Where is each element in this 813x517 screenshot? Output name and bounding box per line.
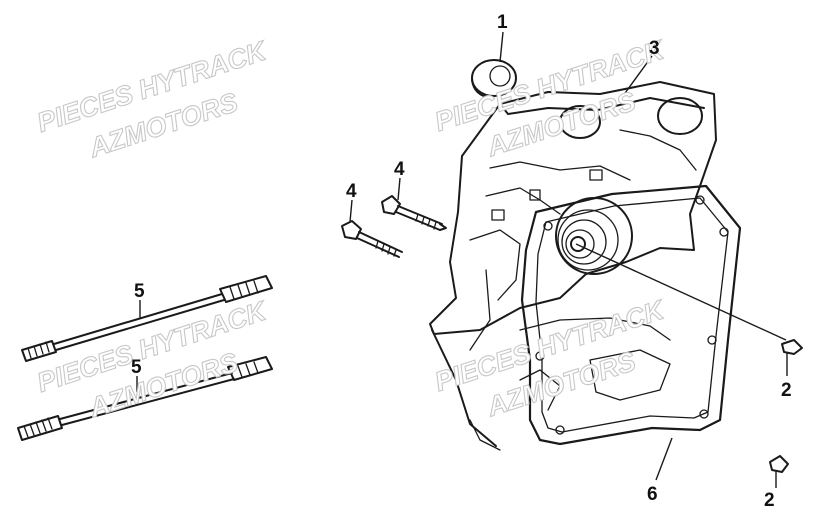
callout-3: 3 [649,38,660,59]
dowel-pin-upper [781,339,803,355]
bolt-lower [341,220,403,258]
callout-5-upper: 5 [134,281,145,302]
stud-upper [21,275,273,362]
callout-4-lower: 4 [346,181,357,202]
callout-2-upper: 2 [781,380,792,401]
callout-1: 1 [497,12,508,33]
watermark-center-mid: PIECES HYTRACK AZMOTORS [431,294,671,423]
callout-4-upper: 4 [394,159,405,180]
callout-6: 6 [647,484,658,505]
bolt-upper [381,195,447,231]
callout-2-lower: 2 [764,490,775,511]
gasket [520,184,742,446]
leader-lines [136,31,788,488]
watermark-center-top: PIECES HYTRACK AZMOTORS [431,34,671,163]
watermark-left: PIECES HYTRACK AZMOTORS [33,34,273,163]
callout-5-lower: 5 [131,357,142,378]
bushing [471,59,517,99]
crankcase-half [429,81,717,451]
dowel-pin-lower [769,455,789,473]
stud-lower [17,356,273,441]
